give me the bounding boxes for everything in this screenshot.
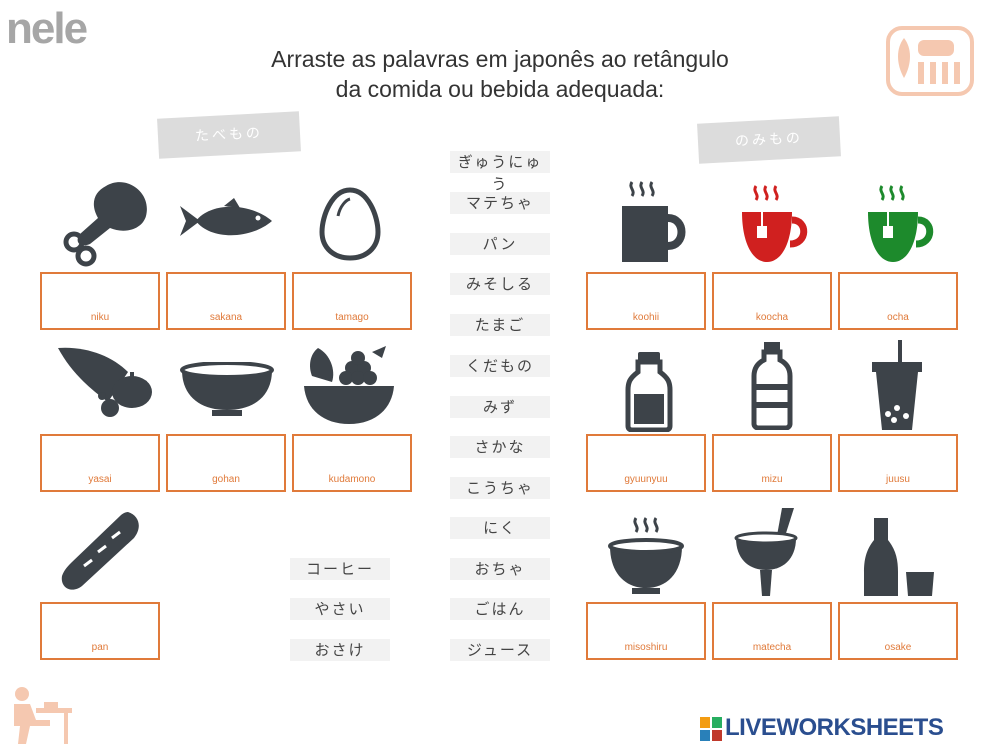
- instructions: Arraste as palavras em japonês ao retâng…: [200, 44, 800, 104]
- bowl-icon: [180, 362, 274, 418]
- drop-box-caption: yasai: [88, 474, 112, 485]
- drop-box-caption: misoshiru: [624, 642, 668, 653]
- word-chip[interactable]: おさけ: [290, 639, 390, 661]
- drop-box-ocha[interactable]: ocha: [838, 272, 958, 330]
- drop-box-caption: osake: [884, 642, 912, 653]
- liveworksheets-badge-icon: [700, 716, 722, 741]
- water-bottle-icon: [750, 340, 794, 430]
- drop-box-caption: tamago: [335, 312, 369, 323]
- drop-box-koohii[interactable]: koohii: [586, 272, 706, 330]
- drop-box-caption: juusu: [886, 474, 910, 485]
- liveworksheets-wordmark: LIVEWORKSHEETS: [725, 714, 944, 741]
- milk-bottle-icon: [624, 350, 674, 432]
- drop-box-niku[interactable]: niku: [40, 272, 160, 330]
- drumstick-icon: [60, 178, 152, 268]
- word-chip[interactable]: ごはん: [450, 598, 550, 620]
- instructions-line-1: Arraste as palavras em japonês ao retâng…: [271, 46, 729, 72]
- drop-box-caption: koocha: [755, 312, 789, 323]
- tea-cup-icon: [740, 184, 810, 264]
- drop-box-caption: kudamono: [328, 474, 376, 485]
- drop-box-caption: pan: [91, 642, 109, 653]
- word-chip[interactable]: みず: [450, 396, 550, 418]
- instructions-line-2: da comida ou bebida adequada:: [335, 76, 665, 102]
- word-chip[interactable]: ジュース: [450, 639, 550, 661]
- drop-box-caption: gohan: [212, 474, 240, 485]
- drop-box-osake[interactable]: osake: [838, 602, 958, 660]
- word-chip[interactable]: コーヒー: [290, 558, 390, 580]
- food-menu-icon: [886, 26, 974, 96]
- egg-icon: [318, 186, 382, 262]
- drop-box-caption: matecha: [752, 642, 792, 653]
- drop-box-yasai[interactable]: yasai: [40, 434, 160, 492]
- word-chip[interactable]: こうちゃ: [450, 477, 550, 499]
- soup-bowl-icon: [608, 516, 684, 596]
- green-tea-cup-icon: [866, 184, 936, 264]
- word-chip[interactable]: たまご: [450, 314, 550, 336]
- drop-box-caption: niku: [90, 312, 110, 323]
- drop-box-caption: mizu: [761, 474, 783, 485]
- drop-box-mizu[interactable]: mizu: [712, 434, 832, 492]
- drop-box-caption: koohii: [632, 312, 660, 323]
- fruit-bowl-icon: [302, 342, 396, 430]
- category-label-food: たべもの: [157, 111, 301, 159]
- category-label-drink: のみもの: [697, 116, 841, 164]
- word-chip[interactable]: くだもの: [450, 355, 550, 377]
- word-chip[interactable]: さかな: [450, 436, 550, 458]
- drop-box-sakana[interactable]: sakana: [166, 272, 286, 330]
- drop-box-pan[interactable]: pan: [40, 602, 160, 660]
- drop-box-caption: gyuunyuu: [624, 474, 668, 485]
- drop-box-misoshiru[interactable]: misoshiru: [586, 602, 706, 660]
- drop-box-gyuunyuu[interactable]: gyuunyuu: [586, 434, 706, 492]
- word-chip[interactable]: ぎゅうにゅう: [450, 151, 550, 193]
- drop-box-juusu[interactable]: juusu: [838, 434, 958, 492]
- drop-box-matecha[interactable]: matecha: [712, 602, 832, 660]
- nele-logo: nele: [6, 4, 88, 53]
- drop-box-caption: sakana: [209, 312, 243, 323]
- drop-box-koocha[interactable]: koocha: [712, 272, 832, 330]
- word-chip[interactable]: おちゃ: [450, 558, 550, 580]
- baguette-icon: [58, 508, 144, 592]
- sake-bottle-icon: [862, 516, 938, 598]
- drop-box-caption: ocha: [887, 312, 909, 323]
- word-chip[interactable]: マテちゃ: [450, 192, 550, 214]
- drop-box-tamago[interactable]: tamago: [292, 272, 412, 330]
- drop-box-kudamono[interactable]: kudamono: [292, 434, 412, 492]
- word-chip[interactable]: にく: [450, 517, 550, 539]
- word-chip[interactable]: パン: [450, 233, 550, 255]
- coffee-mug-icon: [618, 180, 690, 266]
- word-chip[interactable]: みそしる: [450, 273, 550, 295]
- student-desk-icon: [6, 686, 74, 746]
- word-chip[interactable]: やさい: [290, 598, 390, 620]
- mate-cup-icon: [734, 508, 804, 598]
- liveworksheets-logo: LIVEWORKSHEETS: [700, 714, 944, 742]
- cornucopia-icon: [56, 346, 156, 422]
- bubble-tea-icon: [870, 340, 924, 432]
- fish-icon: [180, 198, 274, 244]
- drop-box-gohan[interactable]: gohan: [166, 434, 286, 492]
